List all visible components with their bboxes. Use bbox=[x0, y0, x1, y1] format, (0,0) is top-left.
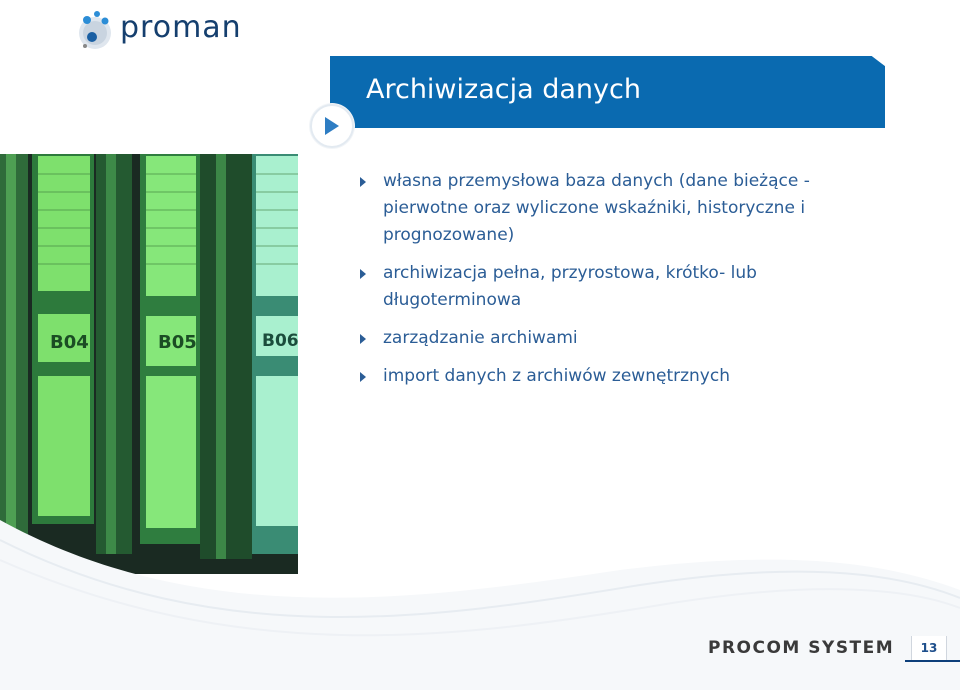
title-bar: Archiwizacja danych bbox=[330, 56, 885, 128]
logo-bubbles-icon bbox=[79, 11, 111, 49]
bullet-item: archiwizacja pełna, przyrostowa, krótko-… bbox=[360, 260, 830, 314]
decorative-wave bbox=[0, 520, 960, 690]
bullet-text: własna przemysłowa baza danych (dane bie… bbox=[383, 171, 810, 245]
proman-logo: proman bbox=[74, 6, 274, 52]
module-label-b06: B06 bbox=[262, 331, 298, 351]
footer-company-logo: PROCOM SYSTEM bbox=[708, 638, 895, 658]
io-modules-photo: B04 B05 B06 bbox=[0, 154, 298, 574]
bullet-item: własna przemysłowa baza danych (dane bie… bbox=[360, 168, 830, 249]
page-number: 13 bbox=[911, 636, 947, 661]
play-button[interactable] bbox=[310, 104, 354, 148]
page-number-underline bbox=[905, 660, 960, 662]
bullet-text: archiwizacja pełna, przyrostowa, krótko-… bbox=[383, 263, 757, 310]
slide-title: Archiwizacja danych bbox=[366, 74, 641, 105]
bullet-item: zarządzanie archiwami bbox=[360, 325, 830, 352]
module-label-b04: B04 bbox=[50, 332, 89, 353]
bullet-text: import danych z archiwów zewnętrznych bbox=[383, 366, 730, 386]
bullet-item: import danych z archiwów zewnętrznych bbox=[360, 363, 830, 390]
play-icon bbox=[325, 117, 339, 135]
bullet-text: zarządzanie archiwami bbox=[383, 328, 578, 348]
bullet-arrow-icon bbox=[360, 269, 366, 279]
logo-wordmark: proman bbox=[120, 10, 242, 45]
bullet-arrow-icon bbox=[360, 177, 366, 187]
io-modules-image: B04 B05 B06 bbox=[0, 154, 298, 574]
bullet-list: własna przemysłowa baza danych (dane bie… bbox=[360, 168, 830, 401]
bullet-arrow-icon bbox=[360, 372, 366, 382]
bullet-arrow-icon bbox=[360, 334, 366, 344]
module-label-b05: B05 bbox=[158, 332, 197, 353]
